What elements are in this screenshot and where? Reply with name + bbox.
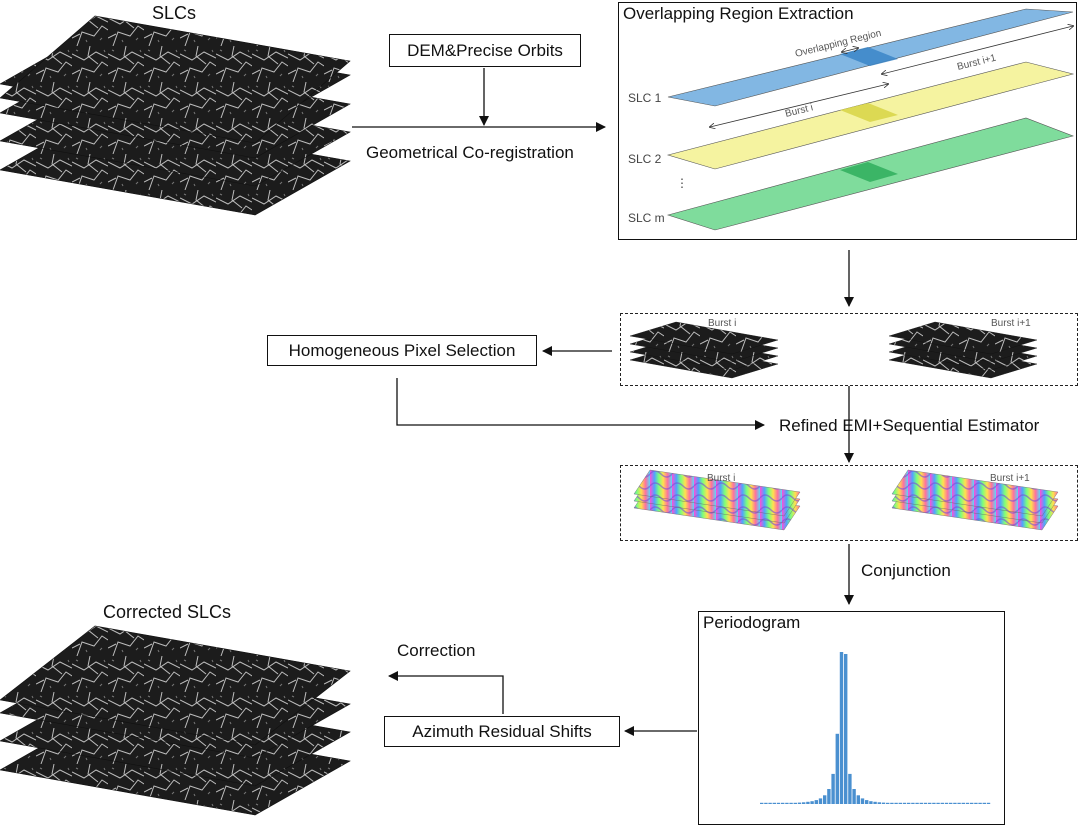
periodogram-bar (928, 802, 932, 804)
periodogram-bar (869, 801, 873, 804)
periodogram-bar (898, 802, 902, 804)
periodogram-bar (823, 795, 827, 804)
slc2-label: SLC 2 (628, 152, 662, 166)
burst-stack-i1-label: Burst i+1 (991, 318, 1031, 329)
periodogram-bar (965, 802, 970, 804)
overlap-strips: Overlapping Region Burst i+1 Burst i (666, 8, 1077, 231)
georegistration-label: Geometrical Co-registration (366, 143, 574, 162)
periodogram-bar (827, 789, 831, 804)
periodogram-bar (907, 802, 911, 804)
periodogram-bar (986, 802, 991, 804)
periodogram-bar (970, 802, 974, 804)
slcm-overlap-band (840, 162, 898, 182)
periodogram-bar (831, 773, 835, 804)
periodogram-bar (949, 802, 953, 804)
periodogram-bar (785, 802, 789, 804)
periodogram-bar (814, 800, 818, 804)
burst-i1-dim (882, 26, 1073, 74)
periodogram-bar (802, 802, 806, 804)
slc-stack (0, 15, 351, 216)
periodogram-bar (940, 802, 944, 804)
periodogram-bar (844, 654, 848, 804)
azimuth-shifts-box: Azimuth Residual Shifts (384, 716, 620, 747)
periodogram-bar (894, 802, 898, 804)
periodogram-bar (860, 798, 865, 804)
burst-i1-label: Burst i+1 (956, 53, 998, 73)
homog-pixel-box: Homogeneous Pixel Selection (267, 335, 537, 366)
periodogram-bar (793, 802, 797, 804)
slcm-label: SLC m (628, 211, 665, 225)
periodogram-bar (957, 802, 961, 804)
periodogram-plot (760, 652, 991, 804)
estimator-label: Refined EMI+Sequential Estimator (779, 416, 1040, 435)
periodogram-bar (923, 802, 928, 804)
burst-stack-i1 (888, 321, 1038, 379)
corrected-slcs-title: Corrected SLCs (103, 602, 232, 622)
periodogram-bar (978, 802, 982, 804)
periodogram-bar (776, 802, 781, 804)
overlap-panel-title: Overlapping Region Extraction (623, 4, 854, 23)
burst-i-label: Burst i (784, 102, 814, 120)
slc1-label: SLC 1 (628, 91, 662, 105)
burst-i-dim (710, 84, 888, 127)
correction-label: Correction (397, 641, 476, 660)
periodogram-bar (768, 802, 772, 804)
periodogram-bar (944, 802, 949, 804)
periodogram-bar (806, 801, 810, 804)
azimuth-shifts-label: Azimuth Residual Shifts (412, 721, 592, 741)
arrow-homog-to-estimator (396, 378, 765, 430)
conjunction-label: Conjunction (861, 561, 951, 580)
periodogram-bar (961, 802, 965, 804)
periodogram-bar (839, 652, 844, 804)
phase-stack-i1 (891, 469, 1059, 531)
periodogram-bar (953, 802, 957, 804)
dem-orbits-box: DEM&Precise Orbits (389, 34, 581, 67)
periodogram-bar (789, 802, 793, 804)
periodogram-bar (852, 789, 856, 804)
periodogram-bar (932, 802, 936, 804)
periodogram-bar (781, 802, 785, 804)
periodogram-bar (818, 798, 823, 804)
periodogram-bar (877, 802, 881, 804)
phase-stacks-box (620, 465, 1078, 541)
periodogram-bar (919, 802, 923, 804)
ellipsis-label: ⋮ (676, 176, 688, 190)
periodogram-bar (911, 802, 915, 804)
periodogram-bar (881, 802, 886, 804)
dem-orbits-label: DEM&Precise Orbits (407, 40, 563, 60)
periodogram-bar (772, 802, 776, 804)
homog-pixel-label: Homogeneous Pixel Selection (288, 340, 516, 360)
phase-stack-i-label: Burst i (707, 473, 736, 484)
phase-stack-i (633, 469, 801, 531)
periodogram-bar (974, 802, 978, 804)
burst-stack-i-label: Burst i (708, 318, 737, 329)
periodogram-bar (886, 802, 890, 804)
slcs-title: SLCs (152, 3, 197, 23)
periodogram-bar (915, 802, 919, 804)
periodogram-bar (902, 802, 907, 804)
periodogram-bar (856, 795, 860, 804)
periodogram-bar (835, 733, 839, 804)
periodogram-bar (936, 802, 940, 804)
periodogram-bar (810, 801, 814, 804)
periodogram-bar (982, 802, 986, 804)
overlap-dim (842, 48, 858, 52)
arrow-correction (388, 671, 504, 714)
periodogram-bar (865, 800, 869, 804)
periodogram-bar (797, 802, 802, 804)
periodogram-bar (873, 801, 877, 804)
phase-stack-i1-label: Burst i+1 (990, 473, 1030, 484)
periodogram-bar (764, 802, 768, 804)
burst-stacks-box (620, 313, 1078, 386)
periodogram-bar (760, 802, 764, 804)
corrected-slc-stack (0, 625, 351, 816)
burst-stack-i (629, 321, 779, 379)
periodogram-bar (848, 773, 852, 804)
periodogram-title: Periodogram (703, 613, 801, 632)
periodogram-bar (890, 802, 894, 804)
